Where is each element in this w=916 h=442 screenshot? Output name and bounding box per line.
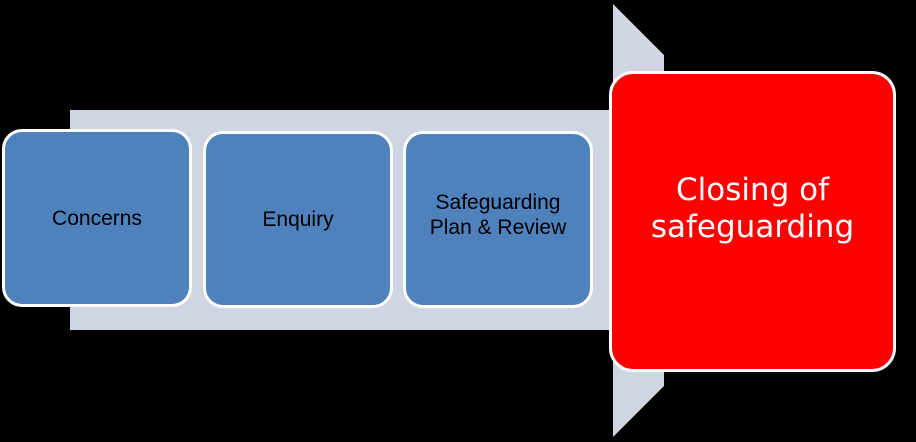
step-concerns: Concerns [2,129,192,307]
step-safeguarding-plan-review-label: Safeguarding Plan & Review [429,190,567,239]
step-closing-of-safeguarding: Closing of safeguarding [609,71,896,372]
step-closing-label: Closing of safeguarding [650,171,855,245]
step-safeguarding-plan-review: Safeguarding Plan & Review [403,131,593,308]
step-concerns-label: Concerns [52,206,142,230]
step-enquiry-label: Enquiry [262,208,334,231]
step-enquiry: Enquiry [203,131,393,308]
